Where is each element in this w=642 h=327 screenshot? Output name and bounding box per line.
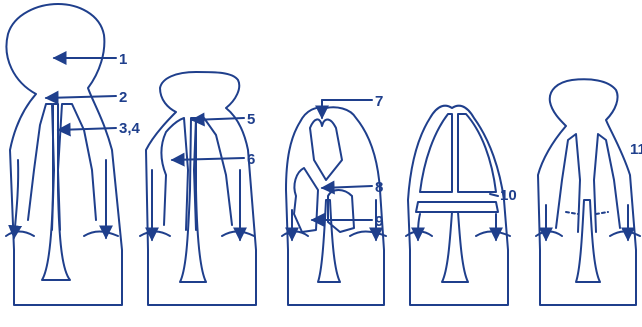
- figure-4-pulp: [441, 211, 469, 283]
- figure-5-cej-left: [535, 230, 563, 237]
- figure-1-cej-right: [83, 230, 119, 237]
- figure-2-pulp: [179, 117, 207, 283]
- figure-5-cej-right: [609, 230, 641, 237]
- leader-5: [190, 112, 245, 127]
- figure-4-right-inner: [457, 113, 497, 193]
- label-2: 2: [119, 89, 127, 106]
- figure-2-left-inner: [160, 117, 189, 231]
- figure-5-right-inner: [593, 133, 621, 233]
- leader-10: [489, 193, 499, 197]
- figure-4-crossbar: [415, 201, 499, 213]
- leader-6: [170, 152, 245, 167]
- figure-1-cej-left: [5, 230, 35, 237]
- figure-4-left-arrow: [411, 213, 426, 242]
- label-7: 7: [375, 93, 383, 110]
- figure-5-pulp: [575, 199, 601, 283]
- label-3-4: 3,4: [119, 120, 141, 137]
- figure-4-outline: [407, 104, 509, 306]
- label-5: 5: [247, 111, 255, 128]
- figure-1: [5, 3, 123, 306]
- figure-2-cej-right: [221, 230, 255, 237]
- figure-1-right-inner: [57, 103, 97, 231]
- labels: 1 2 3,4 5 6 7 8 9 10 11: [119, 51, 642, 230]
- figure-3-cej-left: [281, 230, 309, 237]
- label-9: 9: [375, 213, 383, 230]
- figure-5-outline: [537, 78, 637, 306]
- figure-4-left-inner: [419, 113, 453, 193]
- leader-8: [320, 180, 373, 195]
- figure-4: [405, 104, 511, 306]
- figure-3-pulp: [317, 199, 341, 283]
- figure-5: [535, 78, 641, 306]
- figure-3-cej-right: [349, 230, 387, 237]
- figure-4-cej-right: [475, 230, 511, 237]
- leader-2: [44, 90, 117, 105]
- figure-3: [281, 106, 387, 306]
- figure-2-outline: [145, 71, 257, 306]
- figure-2-right-inner: [193, 117, 233, 231]
- label-1: 1: [119, 51, 127, 68]
- leader-3-4: [56, 122, 117, 137]
- figure-1-outline: [5, 3, 123, 306]
- figure-1-left-inner: [27, 103, 55, 231]
- figure-5-dashes-right: [595, 211, 609, 215]
- figure-2-cej-left: [139, 230, 171, 237]
- figure-3-outline: [285, 106, 385, 306]
- label-8: 8: [375, 179, 383, 196]
- figure-1-left-arrow: [8, 159, 23, 240]
- label-10: 10: [500, 187, 517, 204]
- leader-lines: [44, 51, 499, 227]
- label-6: 6: [247, 151, 255, 168]
- label-11: 11: [630, 141, 642, 158]
- figure-4-cej-left: [405, 230, 433, 237]
- figure-2: [139, 71, 257, 306]
- figure-3-crown-fold: [309, 118, 343, 181]
- figure-5-left-inner: [555, 133, 581, 233]
- figure-3-left-cusp: [293, 167, 319, 233]
- figure-5-dashes-left: [565, 211, 579, 215]
